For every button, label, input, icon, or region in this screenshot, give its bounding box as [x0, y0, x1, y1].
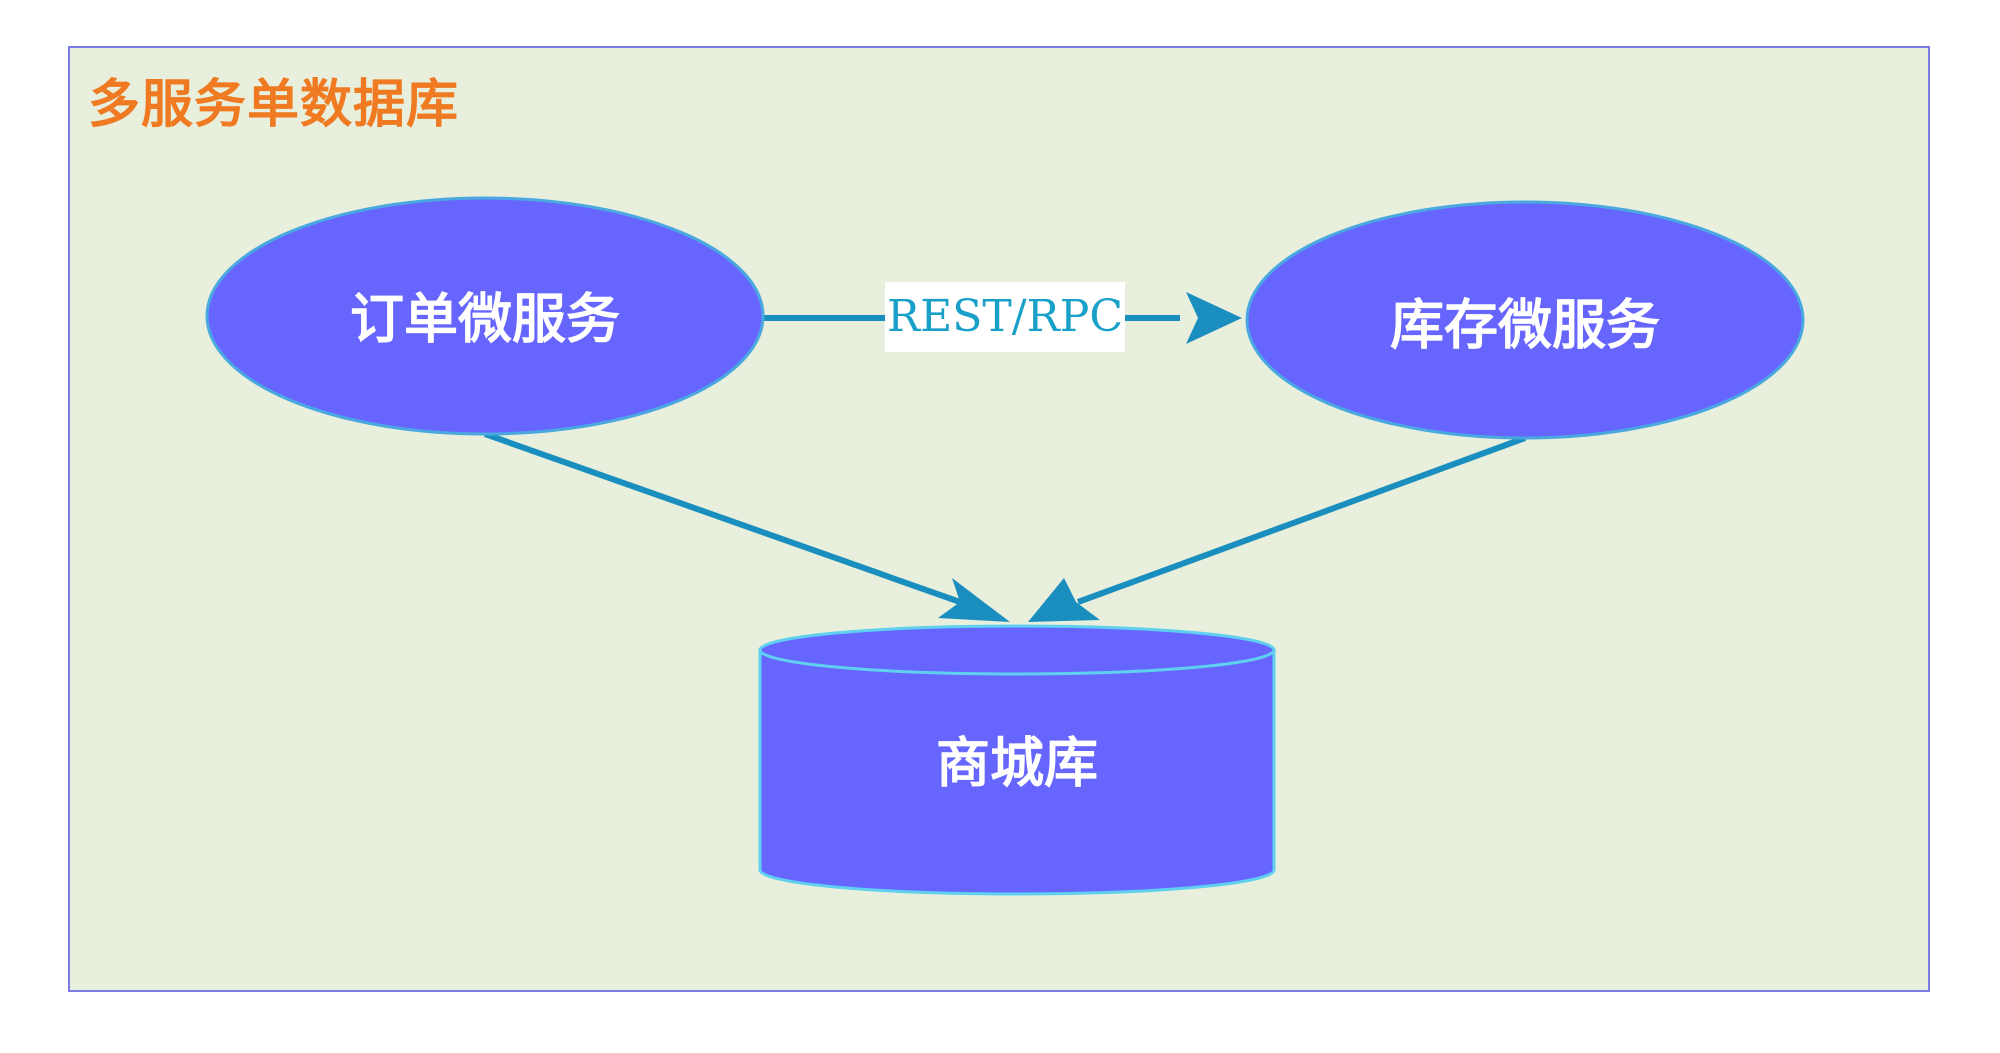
inventory-service-node	[1245, 200, 1805, 440]
edge-inventory-to-db	[1076, 435, 1527, 605]
mall-db-label: 商城库	[936, 730, 1098, 795]
inventory-service-label: 库存微服务	[1390, 292, 1660, 357]
diagram-title: 多服务单数据库	[88, 74, 460, 135]
edge-label-rest-rpc: REST/RPC	[885, 282, 1125, 352]
order-service-node	[205, 196, 765, 436]
mall-db-node	[758, 624, 1276, 896]
arrowhead-order-to-inventory	[1186, 292, 1242, 344]
edge-order-to-db	[483, 431, 962, 605]
order-service-label: 订单微服务	[350, 286, 620, 351]
arrowhead-inventory-to-db	[1028, 578, 1100, 622]
arrowhead-order-to-db	[938, 578, 1010, 622]
